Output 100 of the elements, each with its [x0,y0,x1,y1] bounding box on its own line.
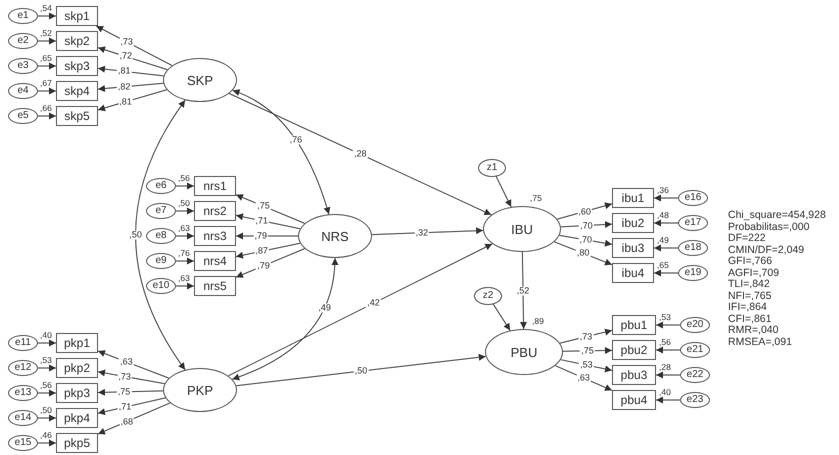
path-arrow [654,270,678,276]
latent-variable-ellipse [163,58,237,102]
variable-label: pkp4 [64,412,90,424]
r-squared-value: ,50 [40,406,52,414]
indicator-box [194,226,236,246]
fit-statistic: CFI=,861 [728,314,772,324]
edge-label: ,52 [516,286,530,295]
error-term-ellipse [678,215,708,231]
edge-label: ,79 [256,261,271,270]
indicator-box [56,433,98,453]
variable-label: e2 [17,36,29,46]
edge-label: ,81 [118,97,133,106]
indicator-box [56,56,98,76]
path-arrow [236,232,298,240]
fit-statistic: NFI=,765 [728,290,772,301]
edge-label: ,75 [256,202,271,211]
edge-label: ,79 [254,232,268,240]
path-arrow [560,328,612,344]
error-term-ellipse [146,278,176,294]
path-arrow [176,282,194,290]
error-term-ellipse [680,342,710,358]
path-arrow [135,100,186,370]
error-term-ellipse [146,203,176,219]
variable-label: e5 [17,111,29,121]
edge-label: ,60 [577,207,592,216]
r-squared-value: ,49 [657,236,669,244]
variable-label: nrs5 [203,280,227,292]
indicator-box [56,81,98,101]
path-arrow [232,90,330,215]
path-arrow [176,232,194,240]
error-term-ellipse [680,317,710,333]
fit-statistic: DF=222 [728,233,766,244]
path-arrow [38,62,56,70]
indicator-box [612,263,654,283]
error-term-ellipse [678,265,708,281]
variable-label: pkp1 [64,337,90,349]
error-term-ellipse [8,435,38,451]
path-arrow [656,372,680,378]
path-arrow [371,227,484,236]
path-arrow [98,66,164,76]
path-arrow [38,440,56,446]
error-term-ellipse [146,178,176,194]
edge-label: ,71 [254,216,269,226]
variable-label: e6 [155,181,167,191]
path-arrow [38,12,56,20]
indicator-box [612,365,656,385]
variable-label: e1 [17,11,29,21]
variable-label: e13 [14,388,32,398]
r-squared-value: ,48 [657,211,669,220]
error-term-ellipse [8,385,38,401]
variable-label: pbu3 [620,369,648,381]
r-squared-value: ,40 [40,331,52,340]
indicator-box [612,188,654,208]
path-arrow [228,93,492,216]
path-arrow [656,346,680,354]
indicator-box [56,358,98,378]
r-squared-value: ,63 [178,274,190,282]
edge-label: ,75 [580,346,595,356]
r-squared-value: ,56 [659,338,671,346]
edge-label: ,82 [116,82,132,92]
r-squared-value: ,54 [40,4,52,12]
r-squared-value: ,75 [530,194,542,202]
path-arrow [176,182,194,190]
fit-statistic: Chi_square=454,928 [728,210,826,220]
latent-variable-ellipse [483,206,561,252]
variable-label: SKP [186,74,213,86]
edge-label: ,72 [118,52,133,61]
variable-label: pbu2 [620,344,648,356]
variable-label: e17 [684,218,702,228]
variable-label: pbu1 [620,319,648,331]
variable-label: e19 [684,268,702,278]
r-squared-value: ,40 [659,388,671,396]
path-arrow [656,396,680,404]
r-squared-value: ,56 [178,174,190,182]
variable-label: nrs1 [203,180,227,192]
indicator-box [56,6,98,26]
error-term-ellipse [678,190,708,206]
variable-label: ibu3 [622,242,644,254]
indicator-box [56,333,98,353]
edge-label: ,42 [366,298,381,308]
r-squared-value: ,89 [532,317,544,326]
variable-label: nrs2 [203,205,227,217]
error-term-ellipse [8,410,38,426]
indicator-box [612,340,656,360]
path-arrow [232,258,338,380]
path-arrow [98,370,166,384]
path-arrow [492,304,511,331]
edge-label: ,75 [116,387,132,396]
fit-statistic: RMR=,040 [728,325,778,336]
variable-label: e18 [684,243,702,253]
r-squared-value: ,50 [178,199,190,208]
variable-label: nrs4 [203,255,227,267]
path-arrow [176,208,194,214]
indicator-box [56,408,98,428]
r-squared-value: ,36 [657,186,669,194]
edge-label: ,73 [578,332,594,342]
variable-label: e3 [17,61,29,71]
variable-label: IBU [511,222,533,236]
path-arrow [236,194,306,224]
error-term-ellipse [478,159,506,177]
